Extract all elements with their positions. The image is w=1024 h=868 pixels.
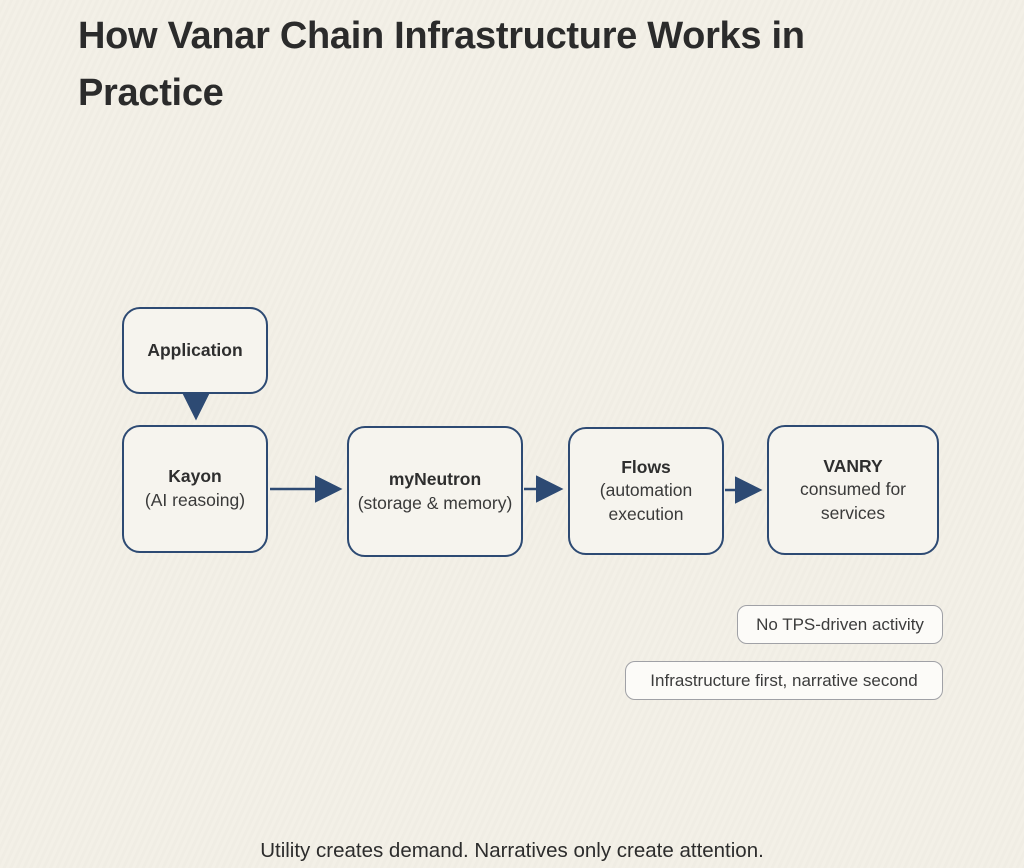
page-title-line2: Practice	[78, 72, 224, 114]
node-flows-title: Flows	[621, 456, 671, 477]
footer-caption: Utility creates demand. Narratives only …	[260, 839, 764, 862]
page-title: How Vanar Chain Infrastructure Works in P…	[78, 8, 978, 122]
node-flows: Flows (automation execution	[568, 427, 724, 555]
badge-no-tps-activity-label: No TPS-driven activity	[756, 614, 924, 634]
node-vanry-subtitle: consumed for services	[799, 479, 907, 523]
badge-infrastructure-first: Infrastructure first, narrative second	[625, 661, 943, 700]
node-application: Application	[122, 307, 268, 394]
node-myneutron-subtitle: (storage & memory)	[357, 492, 513, 513]
page-title-line1: How Vanar Chain Infrastructure Works in	[78, 15, 805, 57]
node-vanry: VANRY consumed for services	[767, 425, 939, 555]
node-myneutron: myNeutron (storage & memory)	[347, 426, 523, 557]
node-flows-subtitle: (automation execution	[599, 480, 693, 524]
node-kayon: Kayon (AI reasoing)	[122, 425, 268, 553]
node-application-title: Application	[147, 339, 243, 360]
node-kayon-title: Kayon	[168, 466, 222, 487]
badge-infrastructure-first-label: Infrastructure first, narrative second	[650, 670, 918, 690]
node-vanry-title: VANRY	[823, 455, 883, 476]
badge-no-tps-activity: No TPS-driven activity	[737, 605, 943, 644]
node-kayon-subtitle: (AI reasoing)	[144, 490, 246, 510]
node-myneutron-title: myNeutron	[388, 468, 482, 489]
